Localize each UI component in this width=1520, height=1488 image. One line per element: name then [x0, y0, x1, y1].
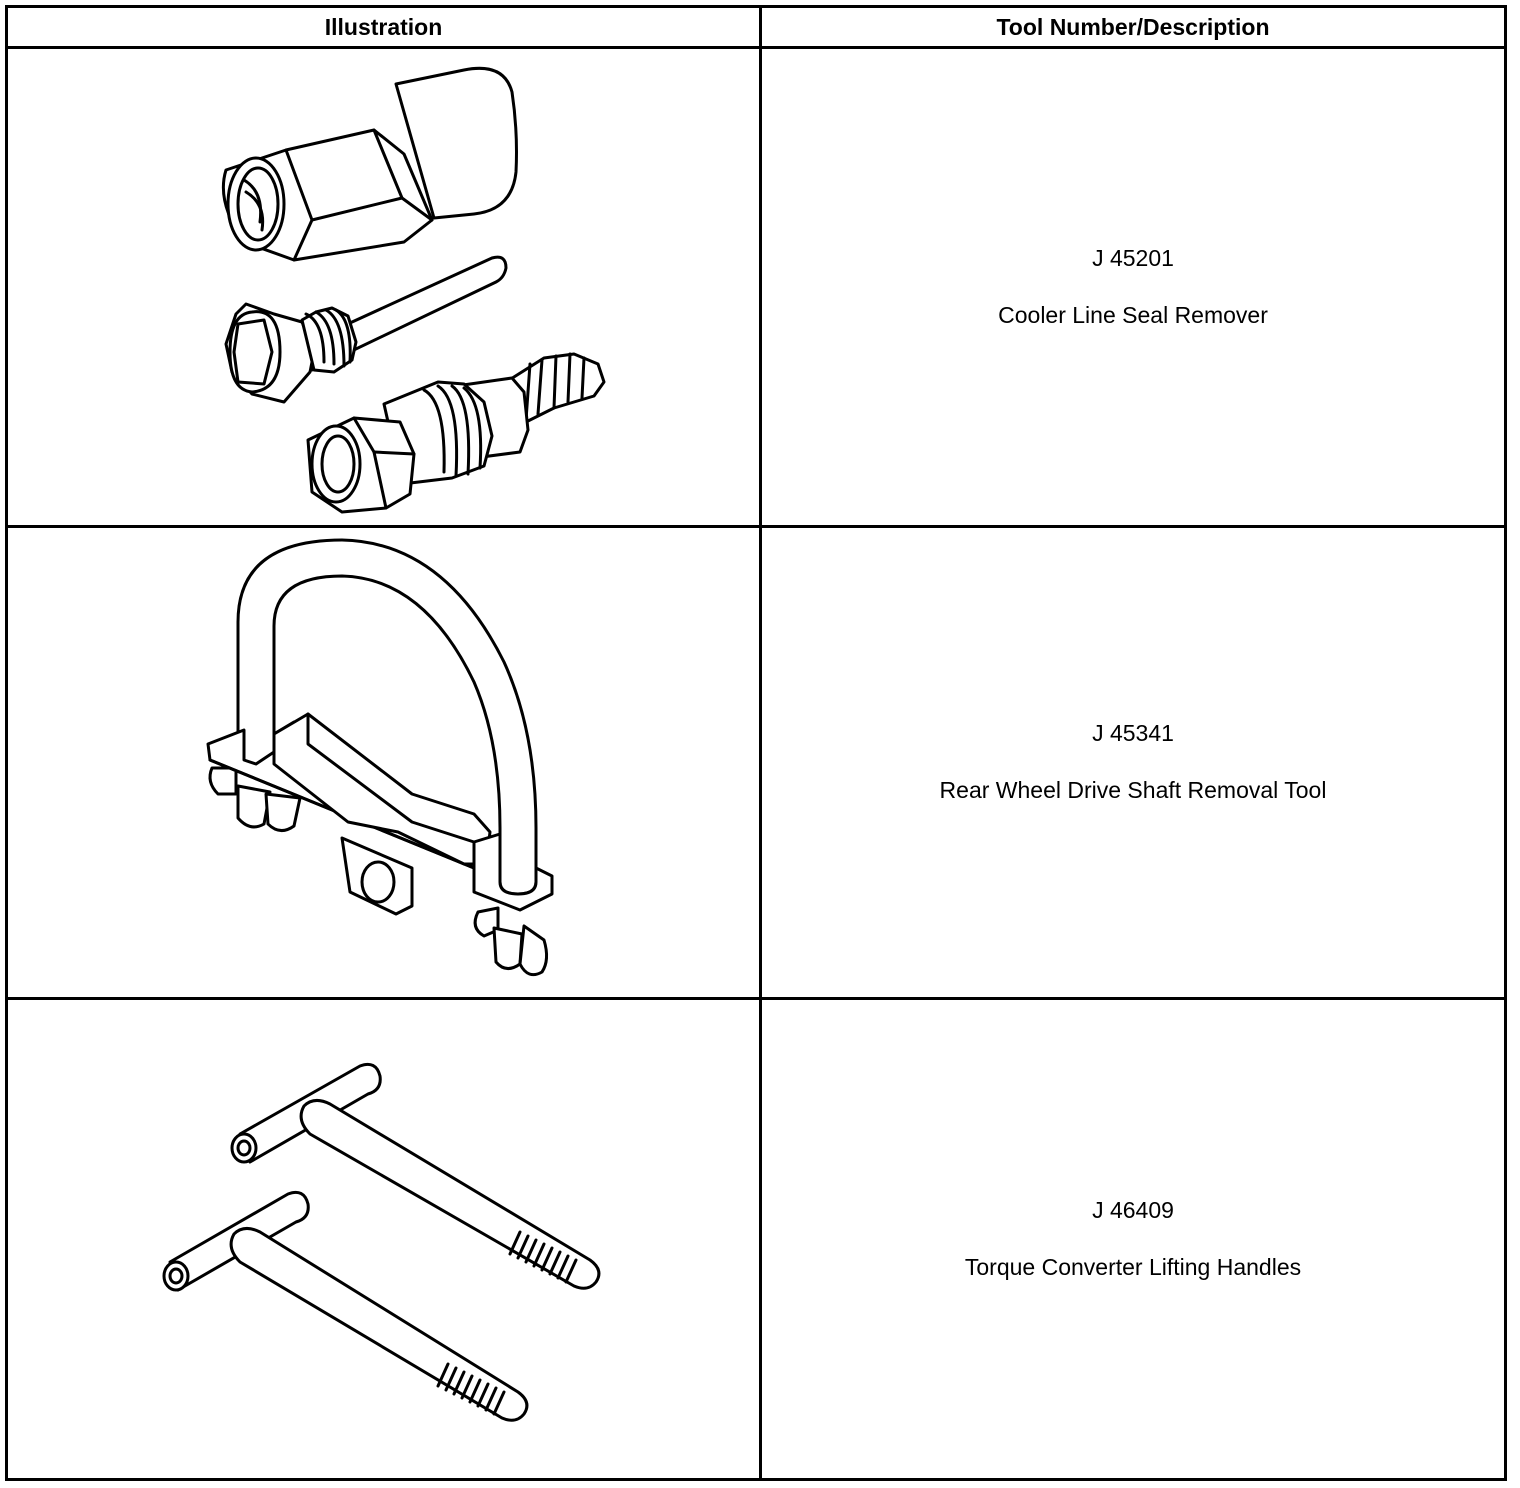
table-row: J 46409 Torque Converter Lifting Handles: [5, 997, 1507, 1481]
description-cell: J 45341 Rear Wheel Drive Shaft Removal T…: [759, 524, 1507, 1001]
illustration-cell: [5, 524, 762, 1001]
cooler-line-seal-remover-icon: [221, 66, 605, 514]
tool-table: Illustration Tool Number/Description: [5, 5, 1507, 1481]
description-cell: J 46409 Torque Converter Lifting Handles: [759, 997, 1507, 1481]
header-tool-number-description: Tool Number/Description: [759, 5, 1507, 49]
table-row: J 45201 Cooler Line Seal Remover: [5, 46, 1507, 528]
tool-description: Cooler Line Seal Remover: [998, 301, 1268, 328]
drive-shaft-removal-tool-icon: [206, 538, 553, 977]
header-illustration: Illustration: [5, 5, 762, 49]
illustration-cell: [5, 997, 762, 1481]
illustration-cell: [5, 46, 762, 528]
tool-description: Torque Converter Lifting Handles: [964, 1254, 1302, 1281]
tool-number: J 45341: [1092, 720, 1174, 747]
description-cell: J 45201 Cooler Line Seal Remover: [759, 46, 1507, 528]
tool-number: J 46409: [1092, 1197, 1174, 1224]
torque-converter-lifting-handles-icon: [162, 1063, 600, 1422]
tool-description: Rear Wheel Drive Shaft Removal Tool: [939, 777, 1327, 804]
table-row: J 45341 Rear Wheel Drive Shaft Removal T…: [5, 524, 1507, 1001]
table-header-row: Illustration Tool Number/Description: [5, 5, 1507, 49]
tool-number: J 45201: [1092, 244, 1174, 271]
